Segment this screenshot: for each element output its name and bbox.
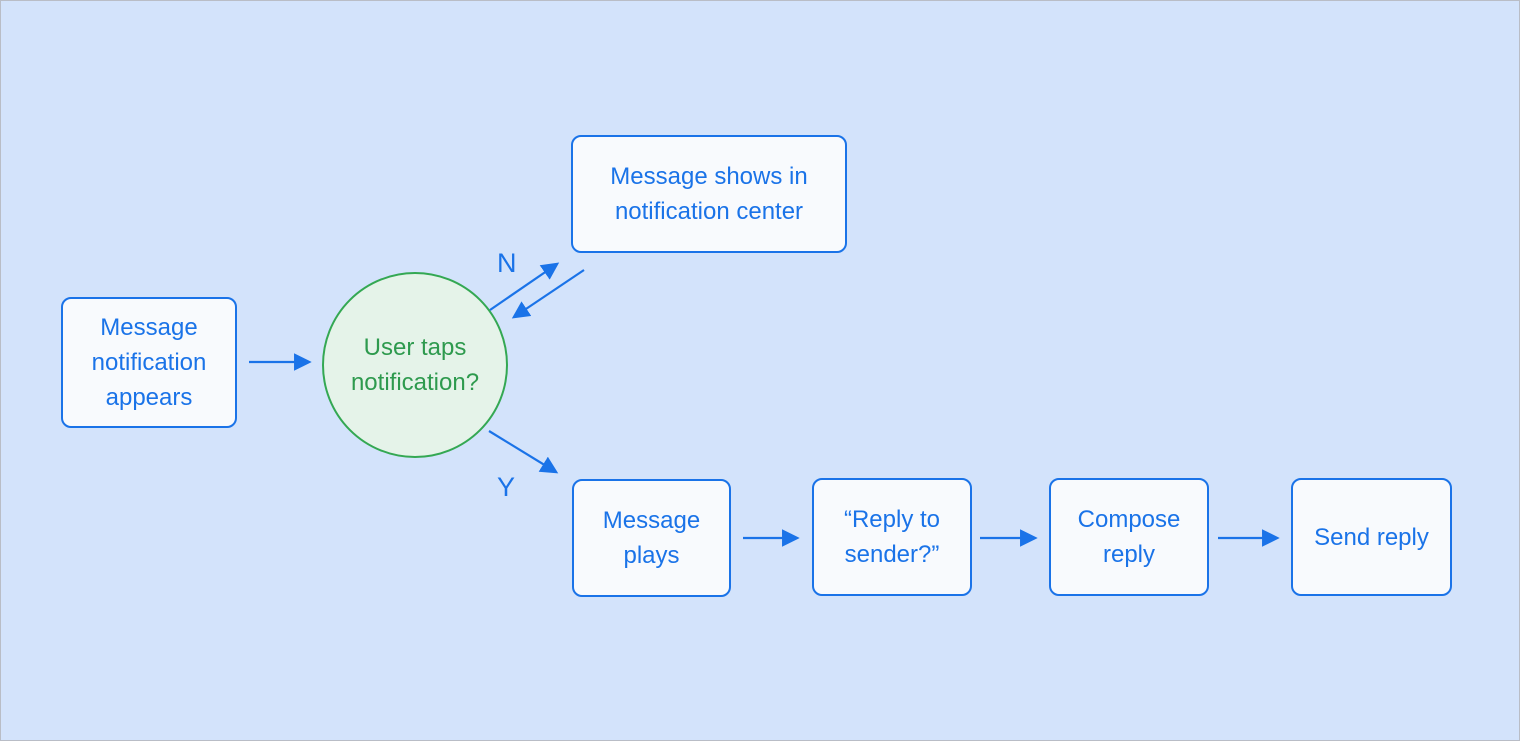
node-label: User taps notification?: [350, 334, 480, 396]
node-label: “Reply to sender?”: [843, 506, 941, 568]
node-message-notification-appears: Message notification appears: [61, 297, 237, 428]
edge-decision-to-message-plays: [488, 430, 559, 474]
node-label: Compose reply: [1077, 506, 1181, 568]
edge-label-yes: Y: [497, 472, 516, 502]
node-message-shows-in-notification-center: Message shows in notification center: [571, 135, 847, 253]
node-reply-to-sender: “Reply to sender?”: [812, 478, 972, 596]
node-label: Message shows in notification center: [610, 163, 808, 225]
node-label: Message notification appears: [91, 314, 207, 411]
edge-decision-to-notification-center: [489, 262, 560, 311]
edge-label-no: N: [497, 248, 517, 278]
node-label: Message plays: [602, 507, 701, 569]
node-send-reply: Send reply: [1291, 478, 1452, 596]
node-message-plays: Message plays: [572, 479, 731, 597]
node-user-taps-notification-decision: User taps notification?: [322, 272, 508, 458]
node-compose-reply: Compose reply: [1049, 478, 1209, 596]
edge-notification-center-to-decision: [511, 269, 585, 319]
node-label: Send reply: [1314, 523, 1429, 551]
